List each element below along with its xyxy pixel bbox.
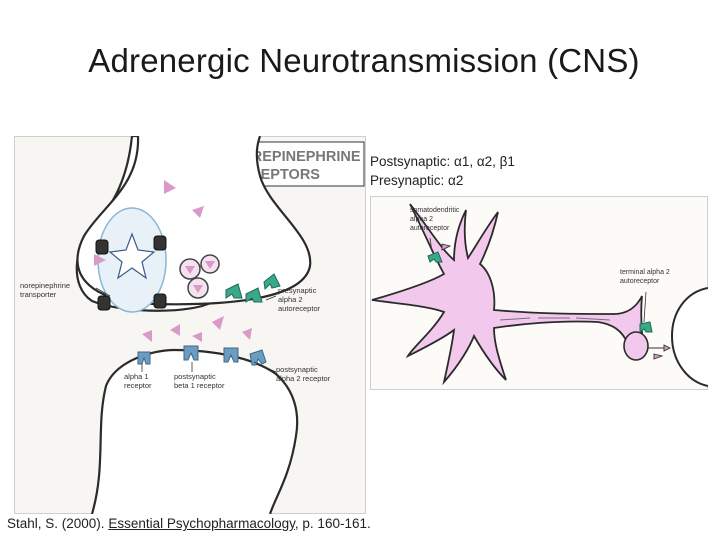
label-beta1: postsynaptic beta 1 receptor <box>174 372 225 390</box>
axon-terminal <box>623 331 649 361</box>
transporter-star <box>108 232 156 280</box>
label-somatodendritic: somatodendritic alpha 2 autoreceptor <box>410 207 461 232</box>
neuron-body <box>371 203 645 386</box>
citation: Stahl, S. (2000). Essential Psychopharma… <box>7 516 371 531</box>
axon-markings <box>499 317 611 321</box>
neuron-diagram: somatodendritic alpha 2 autoreceptor ter… <box>370 196 709 390</box>
somatodendritic-receptor <box>427 251 443 263</box>
label-terminal: terminal alpha 2 autoreceptor <box>620 269 672 285</box>
release-arrows <box>441 243 672 360</box>
heading-line-1: NOREPINEPHRINE <box>230 149 361 165</box>
leader-lines <box>95 287 277 373</box>
label-post-alpha2: postsynaptic alpha 2 receptor <box>276 365 331 383</box>
norepinephrine-molecules <box>94 180 252 342</box>
citation-suffix: , p. 160-161. <box>294 516 371 531</box>
label-alpha1: alpha 1 receptor <box>124 372 152 390</box>
label-transporter: norepinephrine transporter <box>20 281 72 299</box>
synapse-diagram: NOREPINEPHRINE RECEPTORS <box>14 134 366 515</box>
postsynaptic-receptors <box>137 345 267 366</box>
citation-book-title: Essential Psychopharmacology <box>108 516 295 531</box>
vesicles <box>179 254 220 299</box>
terminal-receptor <box>639 321 653 333</box>
right-leader-lines <box>429 237 647 323</box>
receptor-note: Postsynaptic: α1, α2, β1 Presynaptic: α2 <box>370 152 515 190</box>
slide-title: Adrenergic Neurotransmission (CNS) <box>88 42 640 79</box>
transporter-pumps <box>95 235 167 311</box>
synapse-svg: NOREPINEPHRINE RECEPTORS <box>14 134 366 515</box>
postsynaptic-receptors-text: Postsynaptic: α1, α2, β1 <box>370 154 515 169</box>
postsynaptic-neuron <box>90 348 299 515</box>
neuron-svg: somatodendritic alpha 2 autoreceptor ter… <box>370 196 709 390</box>
citation-prefix: Stahl, S. (2000). <box>7 516 109 531</box>
label-presynaptic-alpha2: presynaptic alpha 2 autoreceptor <box>278 286 321 313</box>
target-neuron <box>670 287 709 387</box>
presynaptic-alpha2-receptors <box>225 273 281 303</box>
presynaptic-receptors-text: Presynaptic: α2 <box>370 173 464 188</box>
